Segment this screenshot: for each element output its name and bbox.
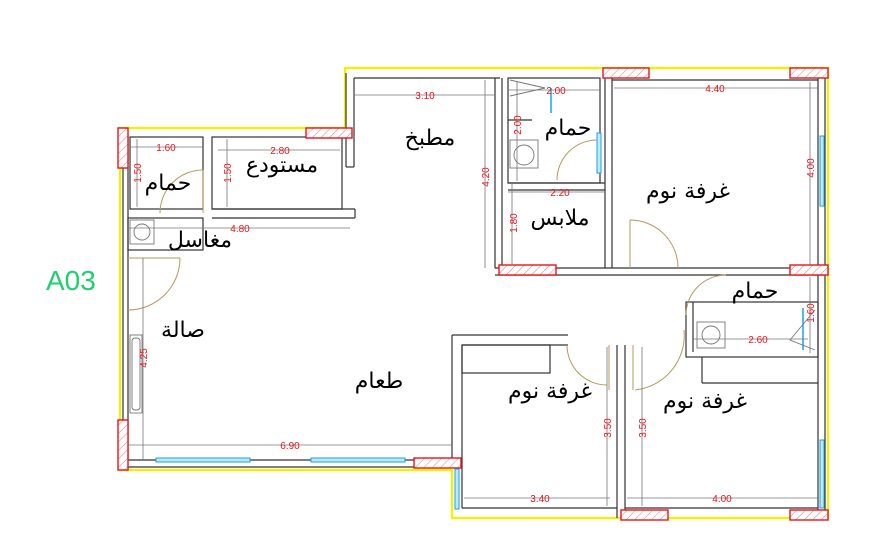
- windows: [155, 88, 825, 510]
- dim-bedroom-mid-w: 3.40: [530, 494, 550, 505]
- dim-closet-w: 2.20: [550, 188, 570, 199]
- label-dining: طعام: [355, 369, 403, 394]
- dim-bath-small-w: 1.60: [156, 143, 176, 154]
- label-bath-right: حمام: [732, 279, 779, 304]
- label-storage: مستودع: [246, 153, 318, 178]
- dim-bath-top-w: 2.00: [546, 86, 566, 97]
- label-closet: ملابس: [530, 206, 589, 231]
- label-kitchen: مطبخ: [405, 126, 456, 151]
- dim-bath-right-h: 1.60: [806, 303, 817, 323]
- label-sinks: مغاسل: [168, 228, 232, 253]
- dim-bedroom-top-w: 4.40: [705, 84, 725, 95]
- dim-bath-right-w: 2.60: [748, 335, 768, 346]
- dim-bedroom-right-w: 4.00: [712, 494, 732, 505]
- dim-bedroom-mid-h: 3.50: [603, 418, 614, 438]
- dim-kitchen-h: 4.20: [481, 167, 492, 187]
- dim-bedroom-top-h: 4.00: [806, 158, 817, 178]
- doors: [127, 139, 727, 391]
- dim-bath-small-h: 1.50: [133, 163, 144, 183]
- dim-corridor-w: 4.80: [230, 224, 250, 235]
- dim-bath-top-h: 2.00: [513, 115, 524, 135]
- dim-storage-w: 2.80: [270, 146, 290, 157]
- label-bedroom-top: غرفة نوم: [646, 179, 730, 204]
- label-hall: صالة: [161, 318, 205, 343]
- columns: [117, 67, 829, 521]
- dim-storage-h: 1.50: [223, 163, 234, 183]
- dimension-lines: [128, 80, 818, 506]
- room-labels: حمام مستودع مغاسل مطبخ حمام ملابس غرفة ن…: [145, 116, 779, 414]
- dim-hall-h: 4.25: [139, 348, 150, 368]
- label-bath-small: حمام: [145, 171, 192, 196]
- dim-living-w: 6.90: [280, 441, 300, 452]
- label-bedroom-right: غرفة نوم: [663, 389, 747, 414]
- label-bath-top: حمام: [545, 116, 592, 141]
- dimension-labels: 1.60 1.50 2.80 1.50 4.80 3.10 4.20 2.00 …: [133, 84, 817, 505]
- label-bedroom-mid: غرفة نوم: [508, 379, 592, 404]
- fixtures: [129, 79, 816, 414]
- dim-kitchen-w: 3.10: [415, 91, 435, 102]
- unit-tag: A03: [46, 265, 96, 296]
- walls: [122, 73, 826, 518]
- outer-outline: [118, 66, 830, 520]
- dim-bedroom-right-h: 3.50: [638, 418, 649, 438]
- dim-closet-h: 1.80: [509, 213, 520, 233]
